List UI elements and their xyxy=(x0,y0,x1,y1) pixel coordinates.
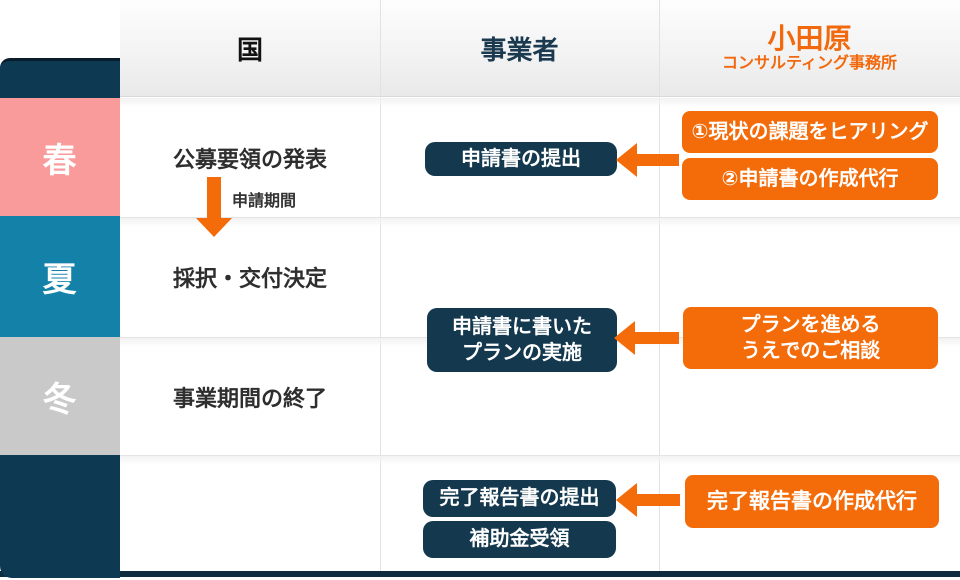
consult-box-plan-consulting-line2: うえでのご相談 xyxy=(740,340,881,362)
consult-box-report-writing: 完了報告書の作成代行 xyxy=(685,475,939,528)
column-divider xyxy=(380,0,381,571)
arrow-left-icon xyxy=(616,483,637,517)
header-band xyxy=(120,0,960,97)
biz-box-plan-execution-line2: プランの実施 xyxy=(462,342,582,364)
gov-step-period-end: 事業期間の終了 xyxy=(120,383,380,411)
arrow-left-icon xyxy=(636,494,680,506)
arrow-left-icon xyxy=(616,143,637,177)
column-divider xyxy=(659,0,660,571)
season-winter-label: 冬 xyxy=(42,380,78,419)
down-arrow-icon xyxy=(207,177,221,219)
gov-step-adoption: 採択・交付決定 xyxy=(120,263,380,291)
consult-box-hearing-label: ①現状の課題をヒアリング xyxy=(691,121,929,143)
arrow-left-icon xyxy=(614,321,635,355)
consult-box-plan-consulting: プランを進める うえでのご相談 xyxy=(683,307,938,369)
row-border xyxy=(120,217,960,218)
gov-step-adoption-label: 採択・交付決定 xyxy=(172,266,327,291)
biz-box-plan-execution: 申請書に書いた プランの実施 xyxy=(427,308,617,372)
col-header-consultant: 小田原 コンサルティング事務所 xyxy=(659,0,960,97)
application-period-label: 申請期間 xyxy=(232,193,297,210)
biz-box-plan-execution-line1: 申請書に書いた xyxy=(452,315,592,338)
season-spring-label: 春 xyxy=(42,141,78,180)
season-spring: 春 xyxy=(0,98,120,216)
season-summer: 夏 xyxy=(0,216,120,337)
consult-box-hearing: ①現状の課題をヒアリング xyxy=(682,111,938,153)
biz-box-subsidy-receipt-label: 補助金受領 xyxy=(469,528,570,551)
row-shading xyxy=(120,218,960,227)
biz-box-application-submit-label: 申請書の提出 xyxy=(461,147,581,170)
col-header-government: 国 xyxy=(120,0,380,97)
biz-box-final-report-submit: 完了報告書の提出 xyxy=(423,480,616,517)
gov-step-period-end-label: 事業期間の終了 xyxy=(172,386,327,411)
col-header-business: 事業者 xyxy=(380,0,659,97)
arrow-left-icon xyxy=(636,154,679,166)
consult-box-report-writing-label: 完了報告書の作成代行 xyxy=(707,489,917,513)
season-summer-label: 夏 xyxy=(42,261,78,299)
consult-box-plan-consulting-line1: プランを進める xyxy=(740,314,881,336)
row-shading xyxy=(120,98,960,107)
season-winter: 冬 xyxy=(0,337,120,455)
col-header-consultant-name: 小田原 xyxy=(767,23,852,54)
biz-box-subsidy-receipt: 補助金受領 xyxy=(423,521,616,558)
consult-box-application-writing: ②申請書の作成代行 xyxy=(682,158,938,200)
down-arrow-icon xyxy=(196,218,232,237)
row-shading xyxy=(120,456,960,465)
bottom-border-bar xyxy=(0,571,960,577)
biz-box-application-submit: 申請書の提出 xyxy=(425,142,617,176)
biz-box-final-report-submit-label: 完了報告書の提出 xyxy=(439,487,600,510)
col-header-business-label: 事業者 xyxy=(480,35,559,65)
col-header-consultant-subtitle: コンサルティング事務所 xyxy=(721,55,898,72)
row-border xyxy=(120,455,960,456)
consult-box-application-writing-label: ②申請書の作成代行 xyxy=(721,168,899,190)
gov-step-announcement: 公募要領の発表 xyxy=(120,144,380,172)
gov-step-announcement-label: 公募要領の発表 xyxy=(172,147,327,172)
arrow-left-icon xyxy=(634,332,679,344)
col-header-government-label: 国 xyxy=(236,35,263,65)
